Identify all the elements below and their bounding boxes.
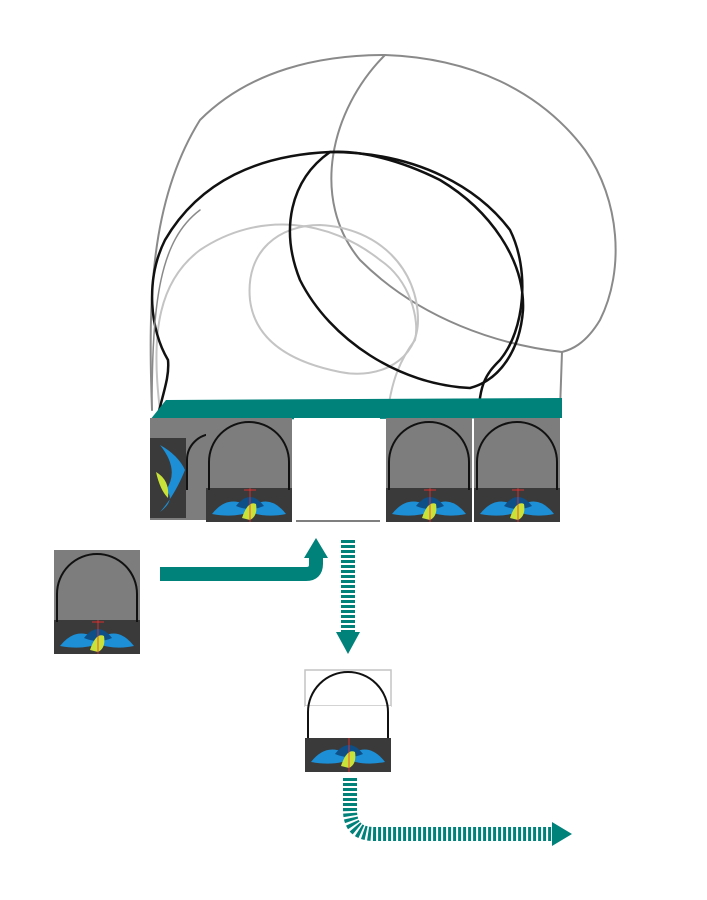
dashed-arrow-down-right [343,778,572,846]
tile-source [53,549,141,655]
tile-fifth [473,417,561,523]
tile-second [205,417,293,523]
sketch-outlines [149,53,617,432]
outline-main-black-inner [288,150,525,390]
tile-output [304,669,392,772]
outline-light-inner [248,223,420,375]
outline-gray-left [151,209,201,411]
tile-blank-slot [294,418,380,522]
tile-fourth [385,417,473,523]
outline-large-inner-right [330,54,563,353]
solid-arrow [160,538,328,581]
outline-large-outer [149,53,617,411]
tile-row [150,417,561,523]
outline-light-left [155,223,418,411]
teal-bar [150,398,562,420]
dashed-arrow-down [336,540,360,654]
